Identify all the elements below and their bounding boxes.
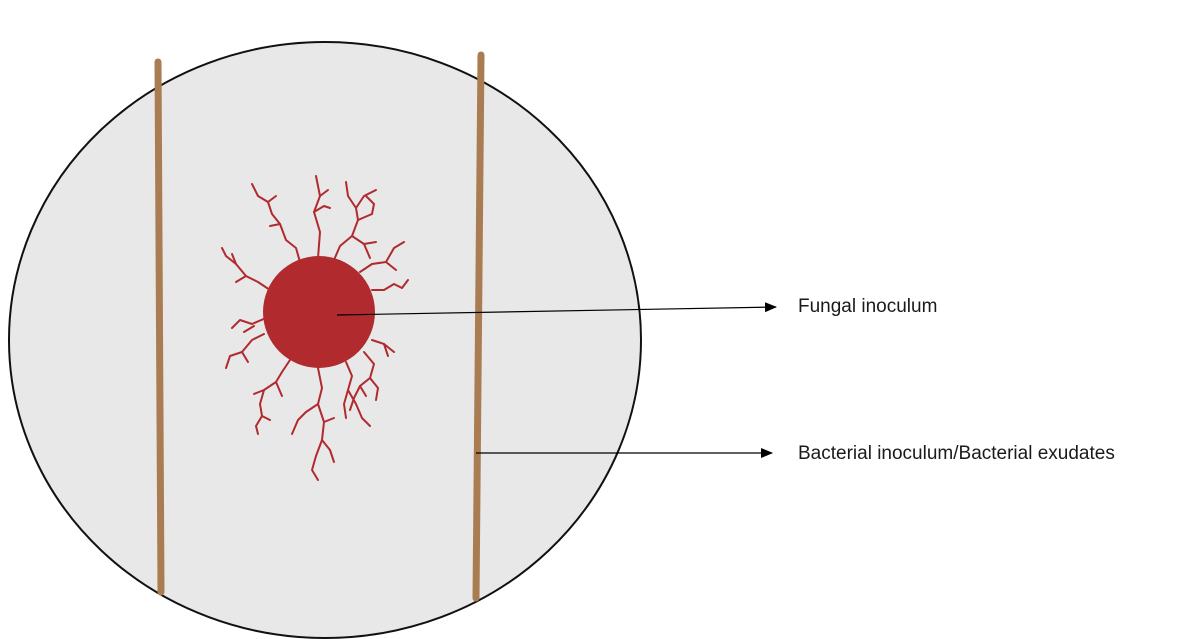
fungal-inoculum-label: Fungal inoculum bbox=[798, 297, 937, 316]
bacterial-streak-left bbox=[158, 62, 161, 592]
bacterial-inoculum-label: Bacterial inoculum/Bacterial exudates bbox=[798, 444, 1115, 463]
fungal-inoculum-disc bbox=[263, 256, 375, 368]
bacterial-streak-right bbox=[476, 55, 481, 598]
